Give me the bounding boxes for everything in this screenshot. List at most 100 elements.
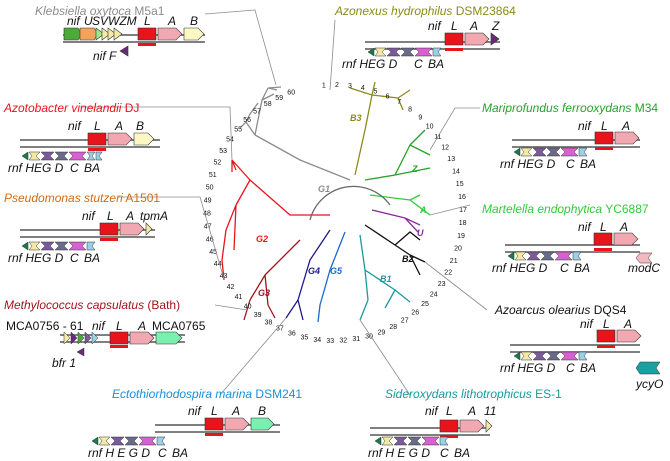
leaf-number: 27 [401, 317, 409, 324]
group-label: G4 [308, 266, 320, 276]
gene-nifL [87, 132, 107, 146]
leaf-number: 54 [226, 137, 234, 144]
cluster-mariprofundus: nif L A rnf HEG D C BA [500, 119, 640, 171]
cluster-azonexus: nif L A Z rnf HEG D C BA [342, 19, 500, 71]
group-label: G5 [330, 266, 343, 276]
leaf-number: 10 [426, 124, 434, 131]
label-A: A [125, 209, 134, 223]
label-mca-left: MCA0756 - 61 [6, 319, 84, 333]
label-C: C [566, 157, 575, 171]
label-nif: nif [578, 119, 592, 133]
leaf-number: 26 [411, 310, 419, 317]
org-title-azotobacter: Azotobacter vinelandii DJ [3, 101, 139, 115]
label-rnf: rnf HEG D [8, 251, 64, 265]
gene-nifA [107, 132, 133, 146]
cluster-azotobacter: nif L A B rnf HEG D C BA [8, 119, 160, 175]
leaf-number: 22 [444, 270, 452, 277]
label-A: A [167, 14, 176, 28]
label-BA: BA [84, 161, 100, 175]
label-rnf: rnf H E G D [88, 446, 150, 460]
leader-lines [80, 9, 488, 396]
gene-nifV [95, 27, 105, 41]
leaf-number: 45 [209, 249, 217, 256]
label-nifF: nif F [93, 49, 117, 63]
label-B: B [258, 404, 266, 418]
tree-branch-z [364, 129, 431, 181]
phylogenetic-tree [221, 81, 431, 323]
org-title-martelella: Martelella endophytica YC6887 [482, 202, 649, 216]
leaf-number: 31 [352, 336, 360, 343]
label-L: L [144, 14, 151, 28]
leaf-number: 39 [254, 312, 262, 319]
gene-nifZ [107, 27, 117, 41]
group-label: G3 [258, 288, 270, 298]
label-rnf: rnf HEG D [492, 261, 548, 275]
group-label: B2 [402, 254, 414, 264]
label-nif: nif [428, 19, 442, 33]
leaf-number: 52 [214, 160, 222, 167]
label-B: B [190, 14, 198, 28]
label-A: A [469, 19, 478, 33]
cluster-martelella: nif L A rnf HEG D C BA modC [492, 220, 660, 275]
label-L: L [451, 19, 458, 33]
label-L: L [107, 209, 114, 223]
group-label: U [417, 228, 424, 238]
leader-line-azoarcus [424, 261, 488, 311]
gene-nifF [119, 45, 129, 57]
org-title-mariprofundus: Mariprofundus ferrooxydans M34 [482, 101, 658, 115]
label-nif: nif [68, 119, 82, 133]
gene-nifW [101, 27, 111, 41]
group-label: B1 [380, 274, 392, 284]
leaf-number: 37 [276, 326, 284, 333]
gene-nifB [183, 27, 205, 41]
leaf-number: 21 [450, 258, 458, 265]
label-A: A [114, 119, 123, 133]
label-mca-right: MCA0765 [152, 319, 206, 333]
leader-line-pseudomonas [118, 196, 225, 280]
group-label: B3 [350, 113, 362, 123]
leaf-number: 25 [421, 301, 429, 308]
leaf-number: 48 [203, 210, 211, 217]
label-nif: nif [580, 317, 594, 331]
label-nif: nif [578, 220, 592, 234]
leader-line-ectothio [219, 317, 287, 396]
label-BA: BA [172, 446, 188, 460]
leader-line-sideroxydans [359, 319, 411, 396]
label-rnf: rnf HEG D [8, 161, 64, 175]
label-A: A [137, 319, 146, 333]
leaf-number: 30 [365, 333, 373, 340]
label-nif: nif [425, 404, 439, 418]
leaf-number: 49 [204, 197, 212, 204]
leaf-number: 44 [214, 261, 222, 268]
label-C: C [560, 261, 569, 275]
gene-nifB [133, 132, 155, 146]
leaf-number: 36 [288, 331, 296, 338]
label-U: U [84, 14, 93, 28]
tree-branch-a [369, 194, 431, 216]
group-label: G1 [318, 184, 330, 194]
tree-branch-g5 [317, 231, 346, 323]
cluster-klebsiella: nif U S VWZM L A B nif F [63, 14, 205, 63]
leaf-number: 8 [408, 106, 412, 113]
label-BA: BA [580, 157, 596, 171]
label-nif: nif [67, 14, 81, 28]
cluster-ectothio: nif L A B rnf H E G D C BA [88, 404, 280, 460]
leaf-number: 15 [456, 181, 464, 188]
leaf-number: 46 [206, 236, 214, 243]
tree-branch-b1 [359, 234, 411, 321]
label-tpmA: tpmA [140, 209, 168, 223]
label-A: A [467, 404, 476, 418]
gene-nifU [63, 27, 83, 41]
leaf-number: 47 [204, 223, 212, 230]
group-label: A [419, 205, 427, 215]
label-11: 11 [484, 404, 496, 418]
leaf-number: 13 [447, 156, 455, 163]
label-S: S [92, 14, 100, 28]
leaf-number: 24 [430, 291, 438, 298]
leaf-number: 55 [234, 126, 242, 133]
leader-line-azotobacter [80, 106, 233, 161]
org-title-azoarcus: Azoarcus olearius DQS4 [494, 303, 627, 317]
label-BA: BA [84, 251, 100, 265]
